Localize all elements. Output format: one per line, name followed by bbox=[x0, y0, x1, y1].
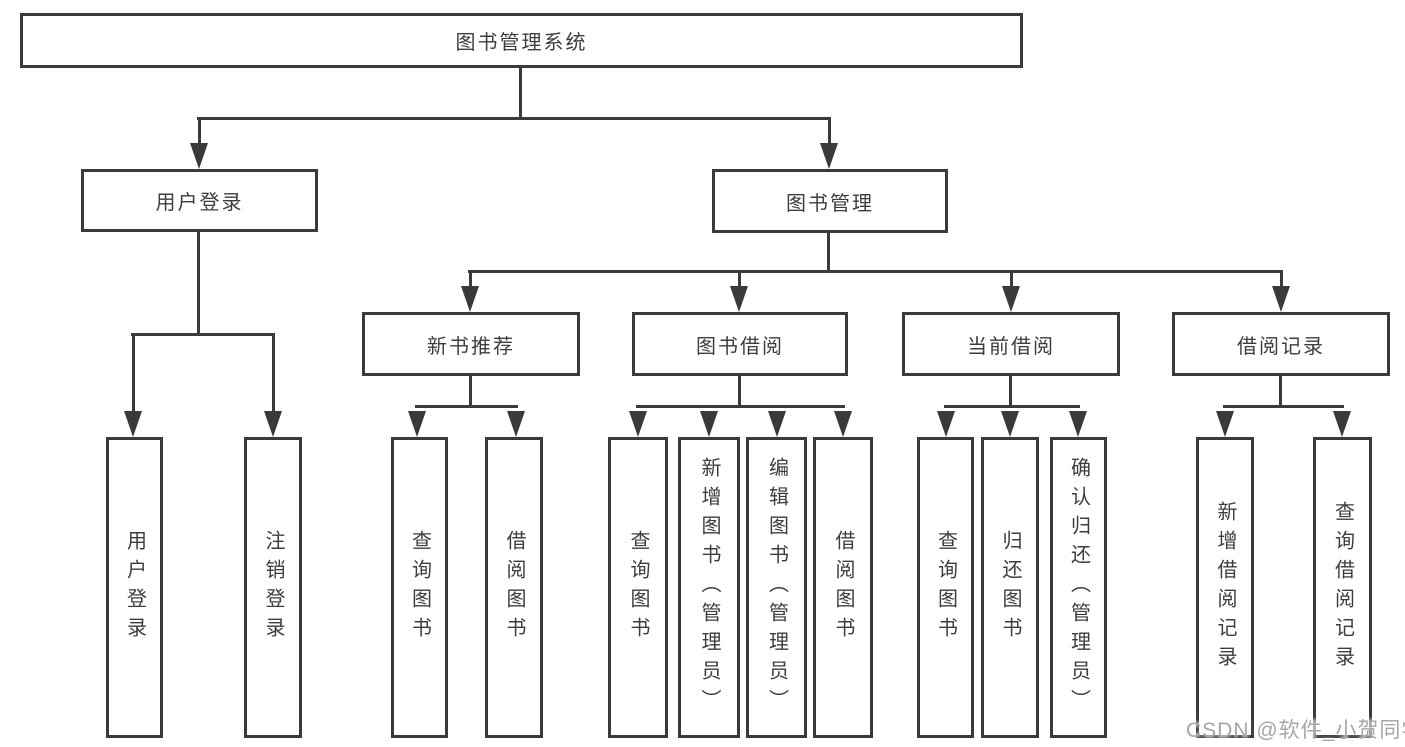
node-user-login: 用户登录 bbox=[81, 169, 318, 232]
arrow-down-icon bbox=[190, 143, 208, 169]
arrow-down-icon bbox=[834, 411, 852, 437]
connector-line bbox=[1279, 376, 1282, 408]
connector-line bbox=[636, 405, 845, 408]
arrow-down-icon bbox=[937, 411, 955, 437]
node-borrow-record: 借阅记录 bbox=[1172, 312, 1390, 376]
connector-line bbox=[132, 336, 135, 413]
connector-line bbox=[469, 273, 472, 289]
leaf-record-add: 新增借阅记录 bbox=[1196, 437, 1254, 738]
connector-line bbox=[197, 232, 200, 336]
arrow-down-icon bbox=[1333, 411, 1351, 437]
leaf-borrow-borrow-book: 借阅图书 bbox=[813, 437, 873, 738]
connector-line bbox=[738, 273, 741, 289]
node-current-borrow: 当前借阅 bbox=[902, 312, 1120, 376]
arrow-down-icon bbox=[408, 411, 426, 437]
node-book-borrow-label: 图书借阅 bbox=[696, 335, 784, 358]
arrow-down-icon bbox=[700, 411, 718, 437]
connector-line bbox=[131, 333, 275, 336]
arrow-down-icon bbox=[124, 411, 142, 437]
connector-line bbox=[1009, 376, 1012, 408]
connector-line bbox=[1223, 405, 1344, 408]
leaf-newbook-query: 查询图书 bbox=[391, 437, 448, 738]
node-new-book-recommend: 新书推荐 bbox=[362, 312, 580, 376]
connector-line bbox=[828, 120, 831, 145]
connector-line bbox=[469, 376, 472, 408]
node-book-management-label: 图书管理 bbox=[786, 192, 874, 215]
arrow-down-icon bbox=[1002, 286, 1020, 312]
arrow-down-icon bbox=[461, 286, 479, 312]
leaf-current-confirm-return-label: 确认归还（管理员） bbox=[1067, 457, 1090, 718]
node-current-borrow-label: 当前借阅 bbox=[967, 335, 1055, 358]
leaf-user-login-label: 用户登录 bbox=[123, 529, 146, 646]
leaf-current-query-label: 查询图书 bbox=[934, 529, 957, 646]
connector-line bbox=[944, 405, 1080, 408]
node-book-borrow: 图书借阅 bbox=[632, 312, 848, 376]
leaf-borrow-query-label: 查询图书 bbox=[627, 529, 649, 646]
leaf-newbook-borrow-label: 借阅图书 bbox=[503, 529, 525, 646]
node-book-management: 图书管理 bbox=[712, 169, 948, 233]
arrow-down-icon bbox=[730, 286, 748, 312]
leaf-borrow-edit-book: 编辑图书（管理员） bbox=[746, 437, 807, 738]
arrow-down-icon bbox=[264, 411, 282, 437]
connector-line bbox=[519, 68, 522, 120]
leaf-newbook-borrow: 借阅图书 bbox=[485, 437, 543, 738]
leaf-logout-label: 注销登录 bbox=[262, 529, 284, 646]
arrow-down-icon bbox=[1069, 411, 1087, 437]
leaf-borrow-query: 查询图书 bbox=[608, 437, 668, 738]
leaf-borrow-borrow-book-label: 借阅图书 bbox=[832, 529, 854, 646]
leaf-borrow-add-book-label: 新增图书（管理员） bbox=[698, 457, 720, 718]
leaf-current-return-label: 归还图书 bbox=[999, 529, 1021, 646]
connector-line bbox=[738, 376, 741, 408]
connector-line bbox=[415, 405, 518, 408]
node-root-label: 图书管理系统 bbox=[455, 32, 588, 54]
connector-line bbox=[198, 120, 201, 145]
node-user-login-label: 用户登录 bbox=[155, 192, 244, 214]
node-new-book-recommend-label: 新书推荐 bbox=[427, 335, 515, 358]
connector-line bbox=[468, 270, 1283, 273]
watermark: CSDN @软件_小贺同学 bbox=[1186, 719, 1405, 742]
arrow-down-icon bbox=[1001, 411, 1019, 437]
connector-line bbox=[1280, 273, 1283, 289]
leaf-borrow-edit-book-label: 编辑图书（管理员） bbox=[765, 457, 788, 718]
connector-line bbox=[272, 336, 275, 413]
node-borrow-record-label: 借阅记录 bbox=[1237, 335, 1325, 358]
connector-line bbox=[1010, 273, 1013, 289]
leaf-current-confirm-return: 确认归还（管理员） bbox=[1050, 437, 1107, 738]
leaf-newbook-query-label: 查询图书 bbox=[408, 529, 431, 646]
arrow-down-icon bbox=[820, 143, 838, 169]
leaf-current-query: 查询图书 bbox=[917, 437, 974, 738]
leaf-record-query: 查询借阅记录 bbox=[1313, 437, 1372, 738]
node-root: 图书管理系统 bbox=[20, 13, 1023, 68]
arrow-down-icon bbox=[629, 411, 647, 437]
leaf-borrow-add-book: 新增图书（管理员） bbox=[678, 437, 740, 738]
connector-line bbox=[827, 233, 830, 273]
connector-line bbox=[197, 117, 831, 120]
arrow-down-icon bbox=[1272, 286, 1290, 312]
leaf-logout: 注销登录 bbox=[244, 437, 302, 738]
leaf-record-query-label: 查询借阅记录 bbox=[1331, 500, 1354, 675]
arrow-down-icon bbox=[1216, 411, 1234, 437]
leaf-record-add-label: 新增借阅记录 bbox=[1214, 500, 1236, 675]
leaf-user-login: 用户登录 bbox=[106, 437, 163, 738]
arrow-down-icon bbox=[768, 411, 786, 437]
arrow-down-icon bbox=[507, 411, 525, 437]
leaf-current-return: 归还图书 bbox=[981, 437, 1039, 738]
